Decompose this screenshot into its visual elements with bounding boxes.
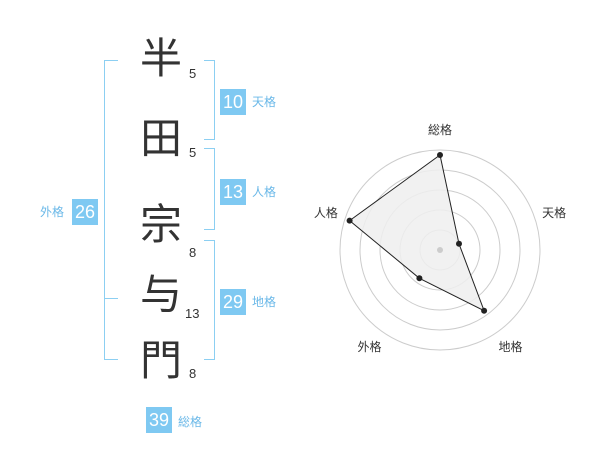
- radar-point-4: [416, 275, 423, 282]
- soukaku-label: 総格: [178, 415, 203, 429]
- radar-axis-label-3: 地格: [498, 339, 522, 354]
- name-char-1: 半: [139, 34, 182, 83]
- radar-axis-label-5: 人格: [314, 205, 338, 220]
- stroke-count-2: 5: [189, 145, 197, 160]
- jinkaku-value: 13: [220, 179, 247, 205]
- name-char-5: 門: [139, 336, 182, 385]
- stroke-count-3: 8: [189, 245, 197, 260]
- radar-point-1: [437, 152, 443, 158]
- gaikaku-value: 26: [72, 199, 99, 225]
- stroke-count-4: 13: [185, 306, 200, 321]
- stroke-count-5: 8: [189, 366, 197, 381]
- name-char-3: 宗: [139, 200, 182, 249]
- jinkaku-bracket: [204, 148, 215, 230]
- soukaku-value: 39: [146, 407, 173, 433]
- outer-bracket: [104, 60, 118, 360]
- radar-axis-label-2: 天格: [542, 205, 566, 220]
- radar-center-dot: [437, 247, 443, 253]
- tenkaku-label: 天格: [252, 95, 277, 109]
- radar-point-5: [346, 217, 353, 224]
- name-char-4: 与: [139, 270, 182, 319]
- chikaku-label: 地格: [252, 295, 277, 309]
- chikaku-bracket: [204, 240, 215, 360]
- radar-point-3: [481, 307, 488, 314]
- tenkaku-bracket: [204, 60, 215, 140]
- radar-axis-label-4: 外格: [357, 339, 381, 354]
- radar-point-2: [456, 240, 462, 247]
- outer-bracket-tick: [104, 298, 118, 299]
- radar-ring-5: [339, 149, 541, 351]
- chikaku-value: 29: [220, 289, 247, 315]
- radar-axis-label-1: 総格: [428, 122, 452, 137]
- gaikaku-label: 外格: [40, 205, 65, 219]
- tenkaku-value: 10: [220, 89, 247, 115]
- radar-area: [348, 154, 486, 312]
- name-char-2: 田: [139, 114, 182, 163]
- stroke-count-1: 5: [189, 66, 197, 81]
- jinkaku-label: 人格: [252, 185, 277, 199]
